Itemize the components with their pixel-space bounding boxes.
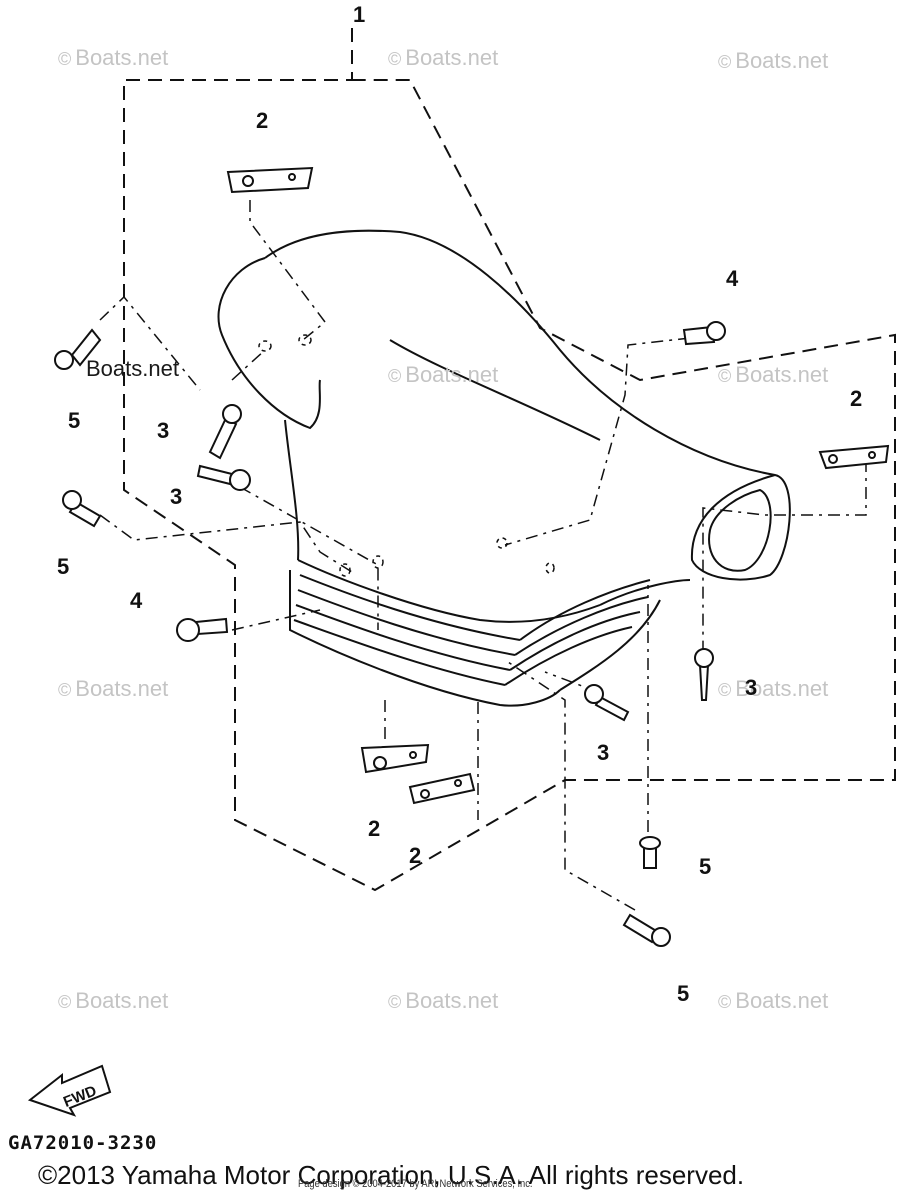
watermark: ©Boats.net (58, 45, 169, 70)
watermark: ©Boats.net (718, 48, 829, 73)
cowling-part (217, 229, 791, 707)
watermark: ©Boats.net (718, 362, 829, 387)
callout-3: 3 (170, 484, 183, 509)
watermark: ©Boats.net (388, 45, 499, 70)
watermark: ©Boats.net (718, 676, 829, 701)
watermark: ©Boats.net (58, 676, 169, 701)
fwd-arrow: FWD (27, 1064, 112, 1117)
copyright-notice: ©2013 Yamaha Motor Corporation, U.S.A. A… (38, 1160, 745, 1190)
callout-1: 1 (353, 2, 366, 27)
callout-3: 3 (597, 740, 610, 765)
callout-2: 2 (850, 386, 863, 411)
assembly-outline (123, 28, 896, 892)
callout-2: 2 (409, 843, 422, 868)
watermark: ©Boats.net (718, 988, 829, 1013)
callout-5: 5 (57, 554, 70, 579)
leader-lines (99, 200, 867, 911)
callout-3: 3 (745, 675, 758, 700)
callout-4: 4 (726, 266, 739, 291)
callout-5: 5 (699, 854, 712, 879)
watermark-dark: Boats.net (86, 356, 179, 381)
fasteners (54, 166, 890, 947)
hole-markers (258, 334, 555, 577)
watermark: ©Boats.net (388, 988, 499, 1013)
callout-5: 5 (68, 408, 81, 433)
callout-2: 2 (368, 816, 381, 841)
watermark: ©Boats.net (388, 362, 499, 387)
diagram-ref-code: GA72010-3230 (8, 1132, 158, 1154)
callout-4: 4 (130, 588, 143, 613)
page-design-credit: Page design © 2004-2017 by ARI Network S… (298, 1178, 533, 1190)
callout-3: 3 (157, 418, 170, 443)
callout-5: 5 (677, 981, 690, 1006)
callout-2: 2 (256, 108, 269, 133)
watermark: ©Boats.net (58, 988, 169, 1013)
